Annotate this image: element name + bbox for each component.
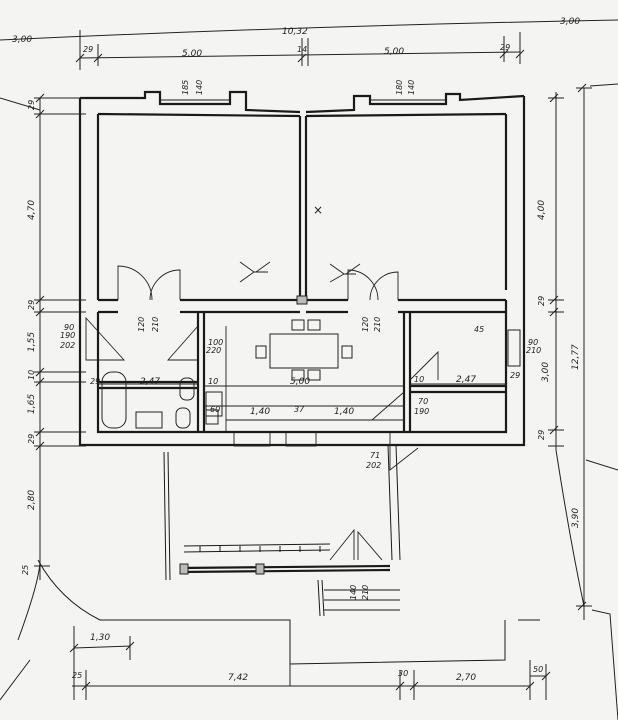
shaft-marker bbox=[296, 295, 308, 305]
window-left-width: 185 bbox=[181, 80, 190, 95]
dim-room-left: 5,00 bbox=[182, 49, 202, 59]
door-entry-height: 202 bbox=[366, 461, 381, 470]
inner-dimension-lines bbox=[98, 383, 506, 407]
dim-left-terrace: 2,80 bbox=[27, 490, 37, 510]
dim-left-corridor: 1,55 bbox=[27, 332, 37, 352]
right-dimension-lines bbox=[548, 83, 618, 720]
corner-marks bbox=[239, 261, 361, 283]
dim-living-wall: 10 bbox=[414, 375, 424, 384]
dim-right-kitchen: 3,00 bbox=[541, 362, 551, 382]
dining-furniture bbox=[225, 319, 353, 447]
dim-left-bottom: 25 bbox=[21, 565, 30, 575]
door-bath-sill: 202 bbox=[60, 341, 75, 350]
door-kitchen-height: 210 bbox=[526, 346, 541, 355]
door-entry-width: 71 bbox=[370, 451, 380, 460]
dim-right-overall: 12,77 bbox=[571, 344, 581, 370]
dim-wall-left: 29 bbox=[83, 45, 93, 54]
door-room-right-height: 210 bbox=[373, 317, 382, 332]
door-living-width: 100 bbox=[208, 338, 223, 347]
terrace bbox=[37, 444, 540, 665]
door-room-left-width: 120 bbox=[137, 317, 146, 332]
dim-left-rooms: 4,70 bbox=[27, 200, 37, 220]
dim-bottom-step: 1,30 bbox=[90, 633, 110, 643]
dim-left-wall-2: 29 bbox=[27, 300, 36, 310]
door-bath-height: 190 bbox=[60, 331, 75, 340]
dim-wall-mid: 14 bbox=[297, 45, 307, 54]
dim-left-wall-3: 10 bbox=[27, 370, 36, 380]
cross-mark: × bbox=[313, 203, 323, 217]
dim-bottom-wall-left: 25 bbox=[72, 671, 82, 680]
kitchen-note: 45 bbox=[474, 325, 484, 334]
door-living-height: 220 bbox=[206, 346, 221, 355]
left-dimension-lines bbox=[0, 93, 86, 641]
bottom-dimension-lines bbox=[0, 626, 551, 701]
dim-wall-right: 29 bbox=[500, 43, 510, 52]
dim-small-b: 37 bbox=[294, 405, 305, 414]
dim-left-bath: 1,65 bbox=[27, 394, 37, 414]
dim-right-wall-low: 29 bbox=[537, 430, 546, 440]
dim-bath-length: 2,47 bbox=[140, 377, 160, 387]
top-dimension-lines bbox=[0, 19, 618, 70]
door-terrace-width: 140 bbox=[349, 585, 358, 600]
dim-right-outer: 3,00 bbox=[560, 17, 580, 27]
dim-small-a: 60 bbox=[210, 405, 220, 414]
door-hall-width: 70 bbox=[418, 397, 428, 406]
door-kitchen-width: 90 bbox=[528, 338, 538, 347]
dim-right-room-top: 4,00 bbox=[537, 200, 547, 220]
dim-left-wall-4: 29 bbox=[27, 434, 36, 444]
dim-bottom-main: 7,42 bbox=[228, 673, 248, 683]
dim-total-width: 10,32 bbox=[282, 27, 308, 37]
door-room-right-width: 120 bbox=[361, 317, 370, 332]
dim-kitchen-wall: 29 bbox=[510, 371, 520, 380]
dim-left-outer: 3,00 bbox=[12, 35, 32, 45]
dim-bottom-edge: 50 bbox=[533, 665, 543, 674]
dim-room-right: 5,00 bbox=[384, 47, 404, 57]
kitchen-counter bbox=[507, 329, 521, 367]
dim-right-terrace: 3,90 bbox=[571, 508, 581, 528]
dim-left-wall-top: 29 bbox=[27, 100, 36, 110]
dim-kitchen-length: 2,47 bbox=[456, 375, 476, 385]
window-right-height: 140 bbox=[407, 80, 416, 95]
dim-bottom-right: 2,70 bbox=[456, 673, 476, 683]
bathroom-fixtures bbox=[101, 371, 223, 429]
door-hall-height: 190 bbox=[414, 407, 429, 416]
dim-right-wall: 29 bbox=[537, 296, 546, 306]
door-terrace-height: 210 bbox=[361, 585, 370, 600]
door-room-left-height: 210 bbox=[151, 317, 160, 332]
door-bath-width: 90 bbox=[64, 323, 74, 332]
dim-seg-a: 1,40 bbox=[250, 407, 270, 417]
dim-seg-b: 1,40 bbox=[334, 407, 354, 417]
dim-bath-wall: 29 bbox=[90, 377, 100, 386]
window-left-height: 140 bbox=[195, 80, 204, 95]
window-right-width: 180 bbox=[395, 80, 404, 95]
door-swings bbox=[85, 265, 439, 561]
dim-bottom-mid: 30 bbox=[398, 669, 408, 678]
dim-wc-wall: 10 bbox=[208, 377, 218, 386]
outer-walls bbox=[78, 90, 526, 447]
dim-living-length: 5,00 bbox=[290, 377, 310, 387]
